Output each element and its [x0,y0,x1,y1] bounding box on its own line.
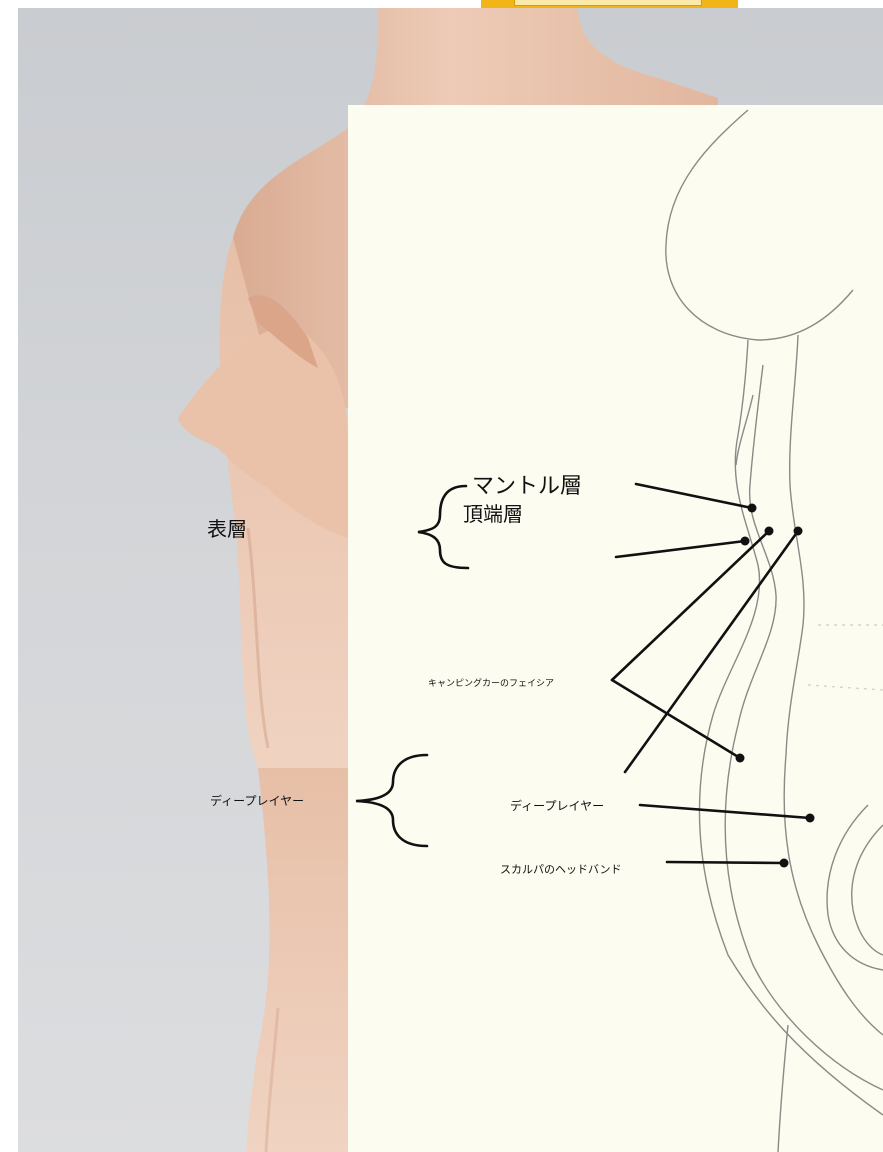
diagonal-dot [794,527,803,536]
apical-pointer [616,541,745,557]
fascia-dot-upper [765,527,774,536]
mantle-pointer [636,484,752,508]
fascia-pointer-lower [612,680,740,758]
scalp-headband-label: スカルパのヘッドバンド [500,864,622,875]
mantle-layer-label: マントル層 [472,476,582,498]
surface-layer-brace [418,486,468,568]
scalp-headband-pointer [667,862,784,863]
deep-player-pointer [640,805,810,818]
camping-fascia-label: キャンピングカーのフェイシア [428,680,554,689]
deep-player-center-label: ディープレイヤー [510,800,604,812]
diagonal-pointer [625,531,798,772]
deep-player-left-label: ディープレイヤー [210,795,304,807]
deep-player-dot [806,814,815,823]
apical-layer-label: 頂端層 [463,504,523,524]
fascia-dot-lower [736,754,745,763]
scalp-headband-dot [780,859,789,868]
surface-layer-label: 表層 [207,519,247,539]
deep-player-brace [356,755,427,846]
mantle-dot [748,504,757,513]
apical-dot [741,537,750,546]
